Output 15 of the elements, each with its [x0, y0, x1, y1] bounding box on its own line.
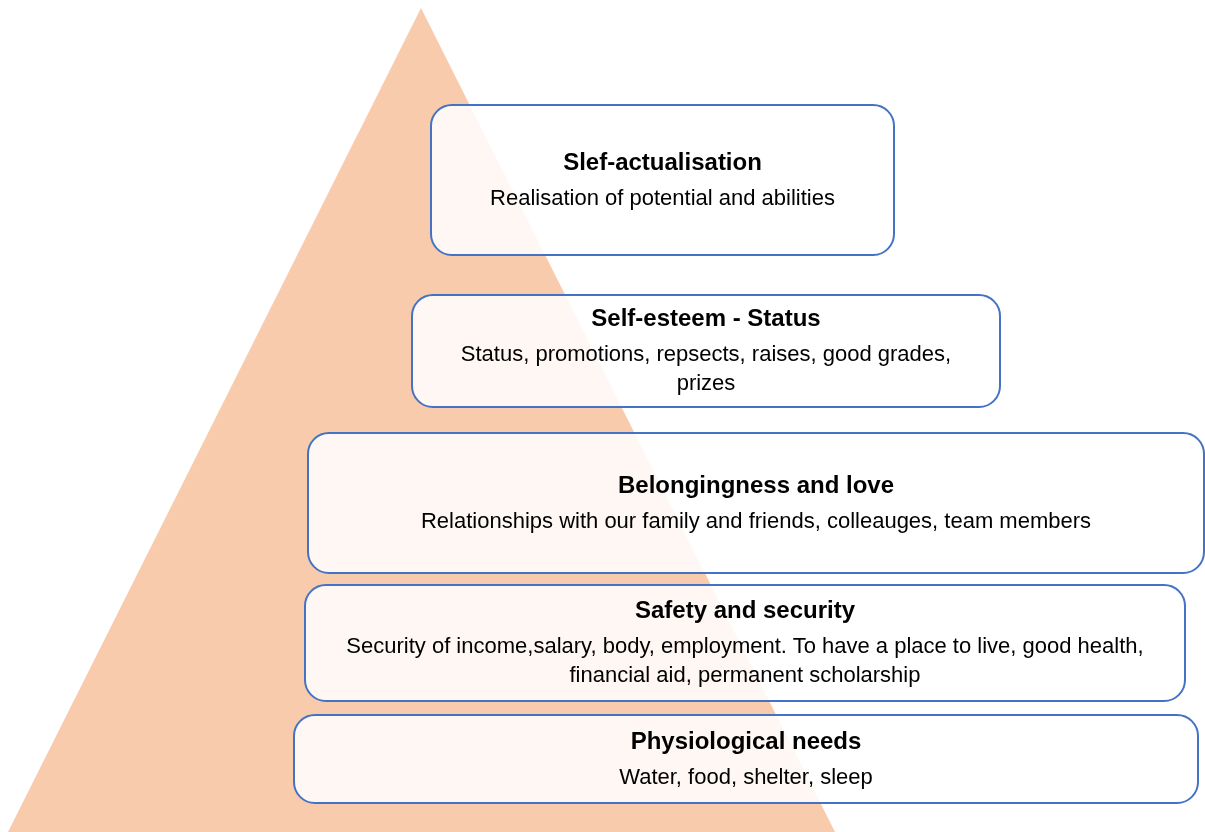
level-box — [304, 584, 1186, 702]
level-description: Water, food, shelter, sleep — [619, 762, 873, 791]
level-title: Safety and security — [634, 596, 856, 625]
level-box — [411, 294, 1001, 408]
level-title: Self-esteem - Status — [591, 304, 821, 333]
level-description: Relationships with our family and friends, colleauges, team members — [420, 506, 1092, 535]
level-description: Realisation of potential and abilities — [490, 183, 835, 212]
level-title: Belongingness and love — [617, 470, 894, 499]
level-description: Status, promotions, repsects, raises, good grades, prizes — [459, 340, 953, 397]
level-description: Security of income,salary, body, employment. To have a place to live, good health, financial aid, permanent scholarship — [345, 632, 1145, 689]
level-title: Slef-actualisation — [563, 147, 762, 176]
level-title: Physiological needs — [630, 726, 862, 755]
level-box — [293, 714, 1199, 804]
level-box — [307, 432, 1205, 574]
level-box — [430, 104, 895, 256]
